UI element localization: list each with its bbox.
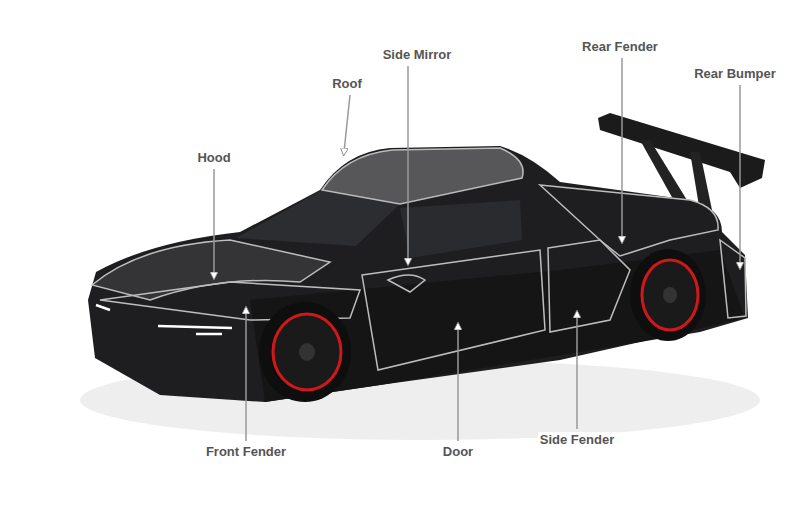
part-label: Roof — [330, 76, 364, 92]
part-label: Rear Bumper — [692, 66, 778, 82]
leader-lines — [214, 58, 740, 441]
front-wheel — [259, 302, 351, 402]
part-label: Front Fender — [204, 444, 288, 460]
roof-panel — [322, 148, 523, 204]
part-label: Side Mirror — [381, 47, 454, 63]
side-window — [400, 200, 522, 258]
part-label: Hood — [195, 150, 232, 166]
panel-outlines — [92, 185, 746, 370]
part-label: Door — [441, 444, 475, 460]
rear-wheel — [630, 249, 706, 341]
car-body — [88, 146, 748, 402]
part-label: Rear Fender — [580, 39, 660, 55]
car-side-shade — [250, 250, 745, 402]
part-label: Side Fender — [538, 432, 616, 448]
headlights — [96, 305, 232, 334]
